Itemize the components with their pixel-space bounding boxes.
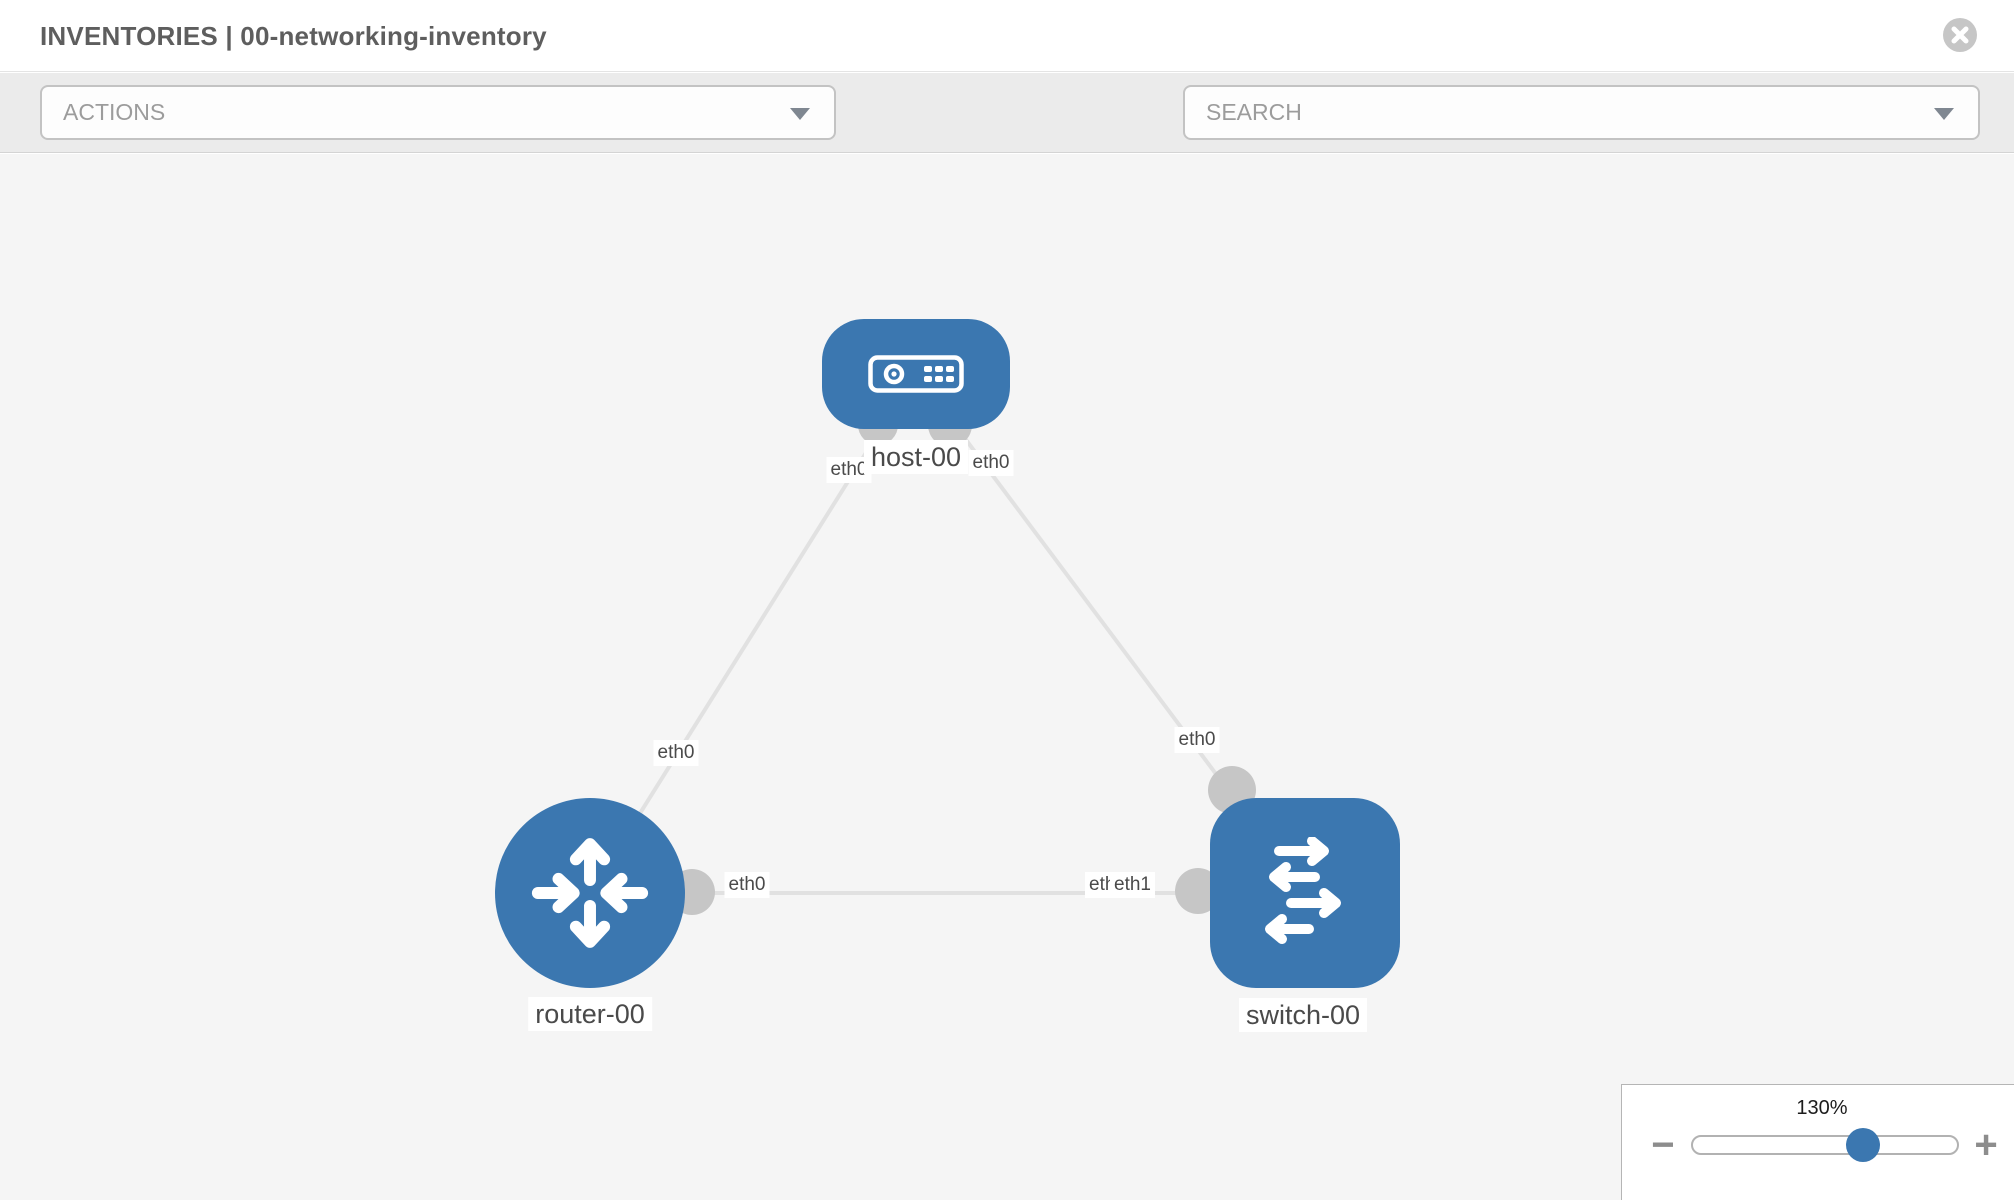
- search-dropdown[interactable]: SEARCH: [1183, 85, 1980, 140]
- toolbar: ACTIONS SEARCH: [0, 73, 2014, 203]
- node-label-router: router-00: [528, 997, 652, 1031]
- server-icon: [868, 355, 964, 393]
- zoom-in-button[interactable]: +: [1974, 1122, 1998, 1167]
- node-switch-00[interactable]: [1210, 798, 1400, 988]
- interface-label: eth1: [1110, 872, 1155, 898]
- switch-icon: [1265, 837, 1341, 944]
- page-title: INVENTORIES | 00-networking-inventory: [40, 20, 547, 51]
- close-icon: [1951, 26, 1969, 44]
- zoom-value: 130%: [1796, 1097, 1848, 1119]
- close-button[interactable]: [1943, 18, 1977, 52]
- search-dropdown-placeholder: SEARCH: [1206, 99, 1302, 125]
- zoom-slider-track[interactable]: [1691, 1135, 1959, 1155]
- actions-dropdown[interactable]: ACTIONS: [40, 85, 836, 140]
- interface-label: eth0: [968, 450, 1014, 476]
- interface-label: eth0: [653, 740, 699, 766]
- interface-label: eth0: [724, 872, 770, 898]
- zoom-panel: 130% − +: [1621, 1084, 2014, 1200]
- header: INVENTORIES | 00-networking-inventory: [0, 0, 2014, 72]
- node-router-00[interactable]: [495, 798, 685, 988]
- actions-dropdown-label: ACTIONS: [63, 99, 166, 125]
- zoom-slider-thumb[interactable]: [1846, 1128, 1880, 1162]
- topology-canvas[interactable]: host-00 router-00 switch-00 eth0 eth0 et…: [0, 154, 2014, 1200]
- router-icon: [531, 838, 649, 948]
- zoom-out-button[interactable]: −: [1651, 1122, 1675, 1167]
- interface-label: eth0: [1174, 727, 1220, 753]
- chevron-down-icon: [790, 107, 810, 120]
- node-label-switch: switch-00: [1238, 998, 1368, 1032]
- chevron-down-icon: [1934, 107, 1954, 120]
- topology-edges: [588, 371, 1307, 895]
- node-host-00[interactable]: [822, 319, 1010, 429]
- node-label-host: host-00: [863, 440, 969, 474]
